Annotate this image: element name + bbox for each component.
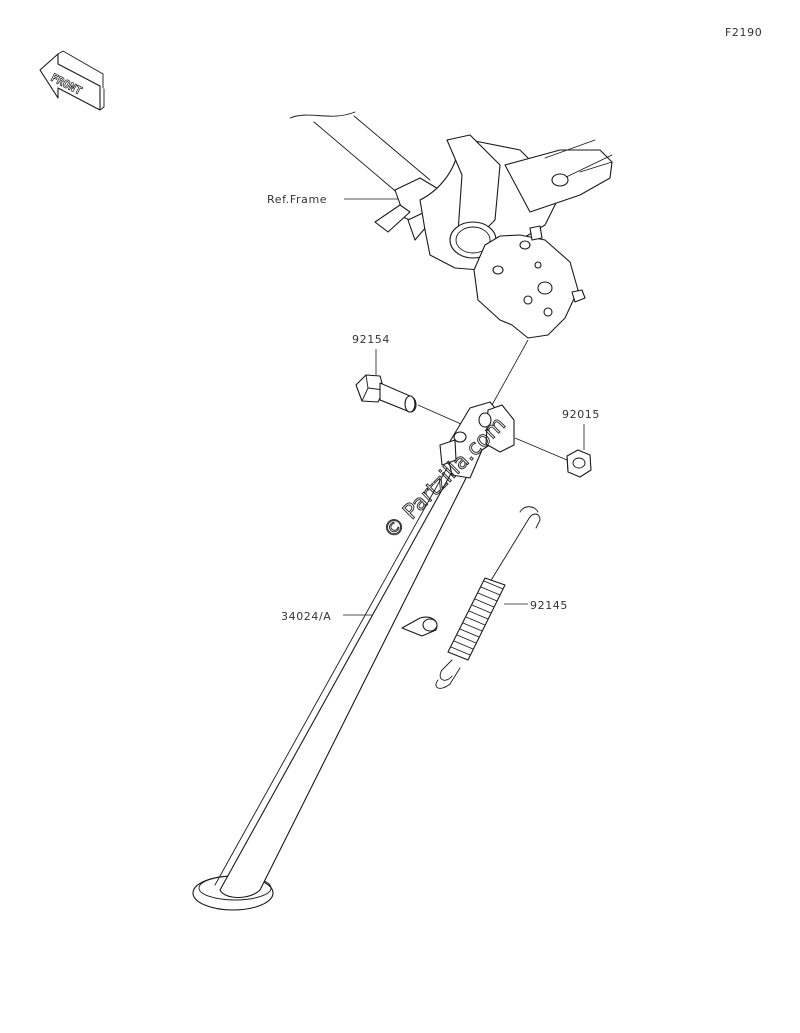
frame-ref-drawing: [289, 111, 613, 339]
bolt-92154: [355, 374, 417, 413]
bolt-label: 92154: [352, 333, 390, 346]
spring-92145: [435, 506, 541, 689]
spring-label: 92145: [530, 599, 568, 612]
nut-label: 92015: [562, 408, 600, 421]
front-arrow-icon: FRONT: [39, 50, 105, 111]
stand-label: 34024/A: [281, 610, 331, 623]
side-stand-34024: [192, 401, 515, 911]
nut-92015: [566, 449, 592, 478]
figure-code: F2190: [725, 26, 762, 39]
watermark: © Partzilla.com: [379, 412, 511, 544]
ref-frame-label: Ref.Frame: [267, 193, 327, 206]
